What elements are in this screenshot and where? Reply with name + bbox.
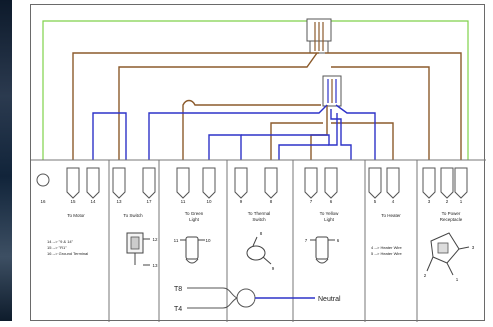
pin-label: 1 xyxy=(460,199,463,204)
blue-wires xyxy=(92,104,376,160)
pin-label: 5 xyxy=(374,199,377,204)
part-pin-label: 7 xyxy=(305,238,308,243)
neutral-junction: T8 T4 Neutral xyxy=(174,286,341,313)
green-wire xyxy=(42,20,469,160)
spade-terminal xyxy=(440,167,454,199)
pin-label: 3 xyxy=(428,199,431,204)
spade-terminal xyxy=(176,167,190,199)
pin-label: 8 xyxy=(270,199,273,204)
group-label: To Green xyxy=(185,211,204,216)
part-pin-label: 3 xyxy=(472,245,475,250)
group-note: 4 --> Heater Wire xyxy=(371,245,403,250)
part-pin-label: 8 xyxy=(260,231,263,236)
thermal-switch-lead xyxy=(252,236,258,247)
top-connector xyxy=(306,18,332,54)
spade-terminal xyxy=(66,167,80,199)
switch-part-face xyxy=(130,236,140,250)
thermal-switch-lead xyxy=(262,256,272,265)
spade-terminal xyxy=(86,167,100,199)
group-label: To Power xyxy=(442,211,461,216)
pin-label: 11 xyxy=(181,199,186,204)
thermal-switch-part xyxy=(246,245,266,261)
spade-terminal xyxy=(324,167,338,199)
green-light-lens xyxy=(185,258,199,264)
yellow-light-lens xyxy=(315,258,329,264)
pin-label: 2 xyxy=(446,199,449,204)
spade-terminal xyxy=(386,167,400,199)
group-note: 16 --> Ground Terminal xyxy=(47,251,88,256)
middle-connector xyxy=(322,75,342,107)
yellow-light-part xyxy=(315,236,329,260)
receptacle-lead xyxy=(446,262,454,276)
part-pin-label: 9 xyxy=(272,266,275,271)
part-pin-label: 10 xyxy=(205,238,211,243)
pin-label: 7 xyxy=(310,199,313,204)
spade-terminal xyxy=(368,167,382,199)
pin-label: 15 xyxy=(70,199,76,204)
pin-label: 13 xyxy=(116,199,122,204)
switch-part-label: 13 xyxy=(152,263,158,268)
pin-label: 16 xyxy=(40,199,46,204)
pin-label: 10 xyxy=(206,199,212,204)
brown-wires xyxy=(72,52,462,160)
photo-strip xyxy=(0,0,12,321)
spade-terminal xyxy=(142,167,156,199)
pin-label: 14 xyxy=(90,199,96,204)
part-pin-label: 2 xyxy=(424,273,427,278)
pin-label: 17 xyxy=(146,199,152,204)
group-label: Light xyxy=(189,217,200,222)
pin-label: 9 xyxy=(240,199,243,204)
spade-terminal xyxy=(422,167,436,199)
group-label: To Motor xyxy=(67,213,85,218)
green-light-part xyxy=(185,236,199,260)
group-note: 15 --> "R1" xyxy=(47,245,67,250)
group-label: To Switch xyxy=(123,213,143,218)
neutral-input-1: T8 xyxy=(174,286,182,293)
spade-terminal xyxy=(264,167,278,199)
terminal-dividers xyxy=(31,159,486,322)
group-note: 5 --> Heater Wire xyxy=(371,251,403,256)
pin-label: 4 xyxy=(392,199,395,204)
spade-terminal xyxy=(304,167,318,199)
receptacle-lead xyxy=(426,256,434,272)
group-label: Receptacle xyxy=(440,217,463,222)
spade-terminal xyxy=(202,167,216,199)
part-pin-label: 1 xyxy=(456,277,459,282)
part-pin-label: 11 xyxy=(174,238,179,243)
group-label: Light xyxy=(324,217,335,222)
power-receptacle-socket xyxy=(437,242,449,254)
neutral-input-2: T4 xyxy=(174,306,182,313)
group-note: 14 --> "9 & 14" xyxy=(47,239,74,244)
receptacle-lead xyxy=(458,246,470,250)
pin-label: 6 xyxy=(330,199,333,204)
part-pin-label: 6 xyxy=(337,238,340,243)
group-label: To Thermal xyxy=(248,211,270,216)
switch-part-label: 12 xyxy=(152,237,158,242)
neutral-label: Neutral xyxy=(318,296,341,303)
motor-ground-ring xyxy=(36,173,50,187)
spade-terminal xyxy=(454,167,468,199)
group-label: Switch xyxy=(252,217,266,222)
group-label: To Yellow xyxy=(320,211,340,216)
spade-terminal xyxy=(112,167,126,199)
spade-terminal xyxy=(234,167,248,199)
group-label: To Heater xyxy=(381,213,401,218)
